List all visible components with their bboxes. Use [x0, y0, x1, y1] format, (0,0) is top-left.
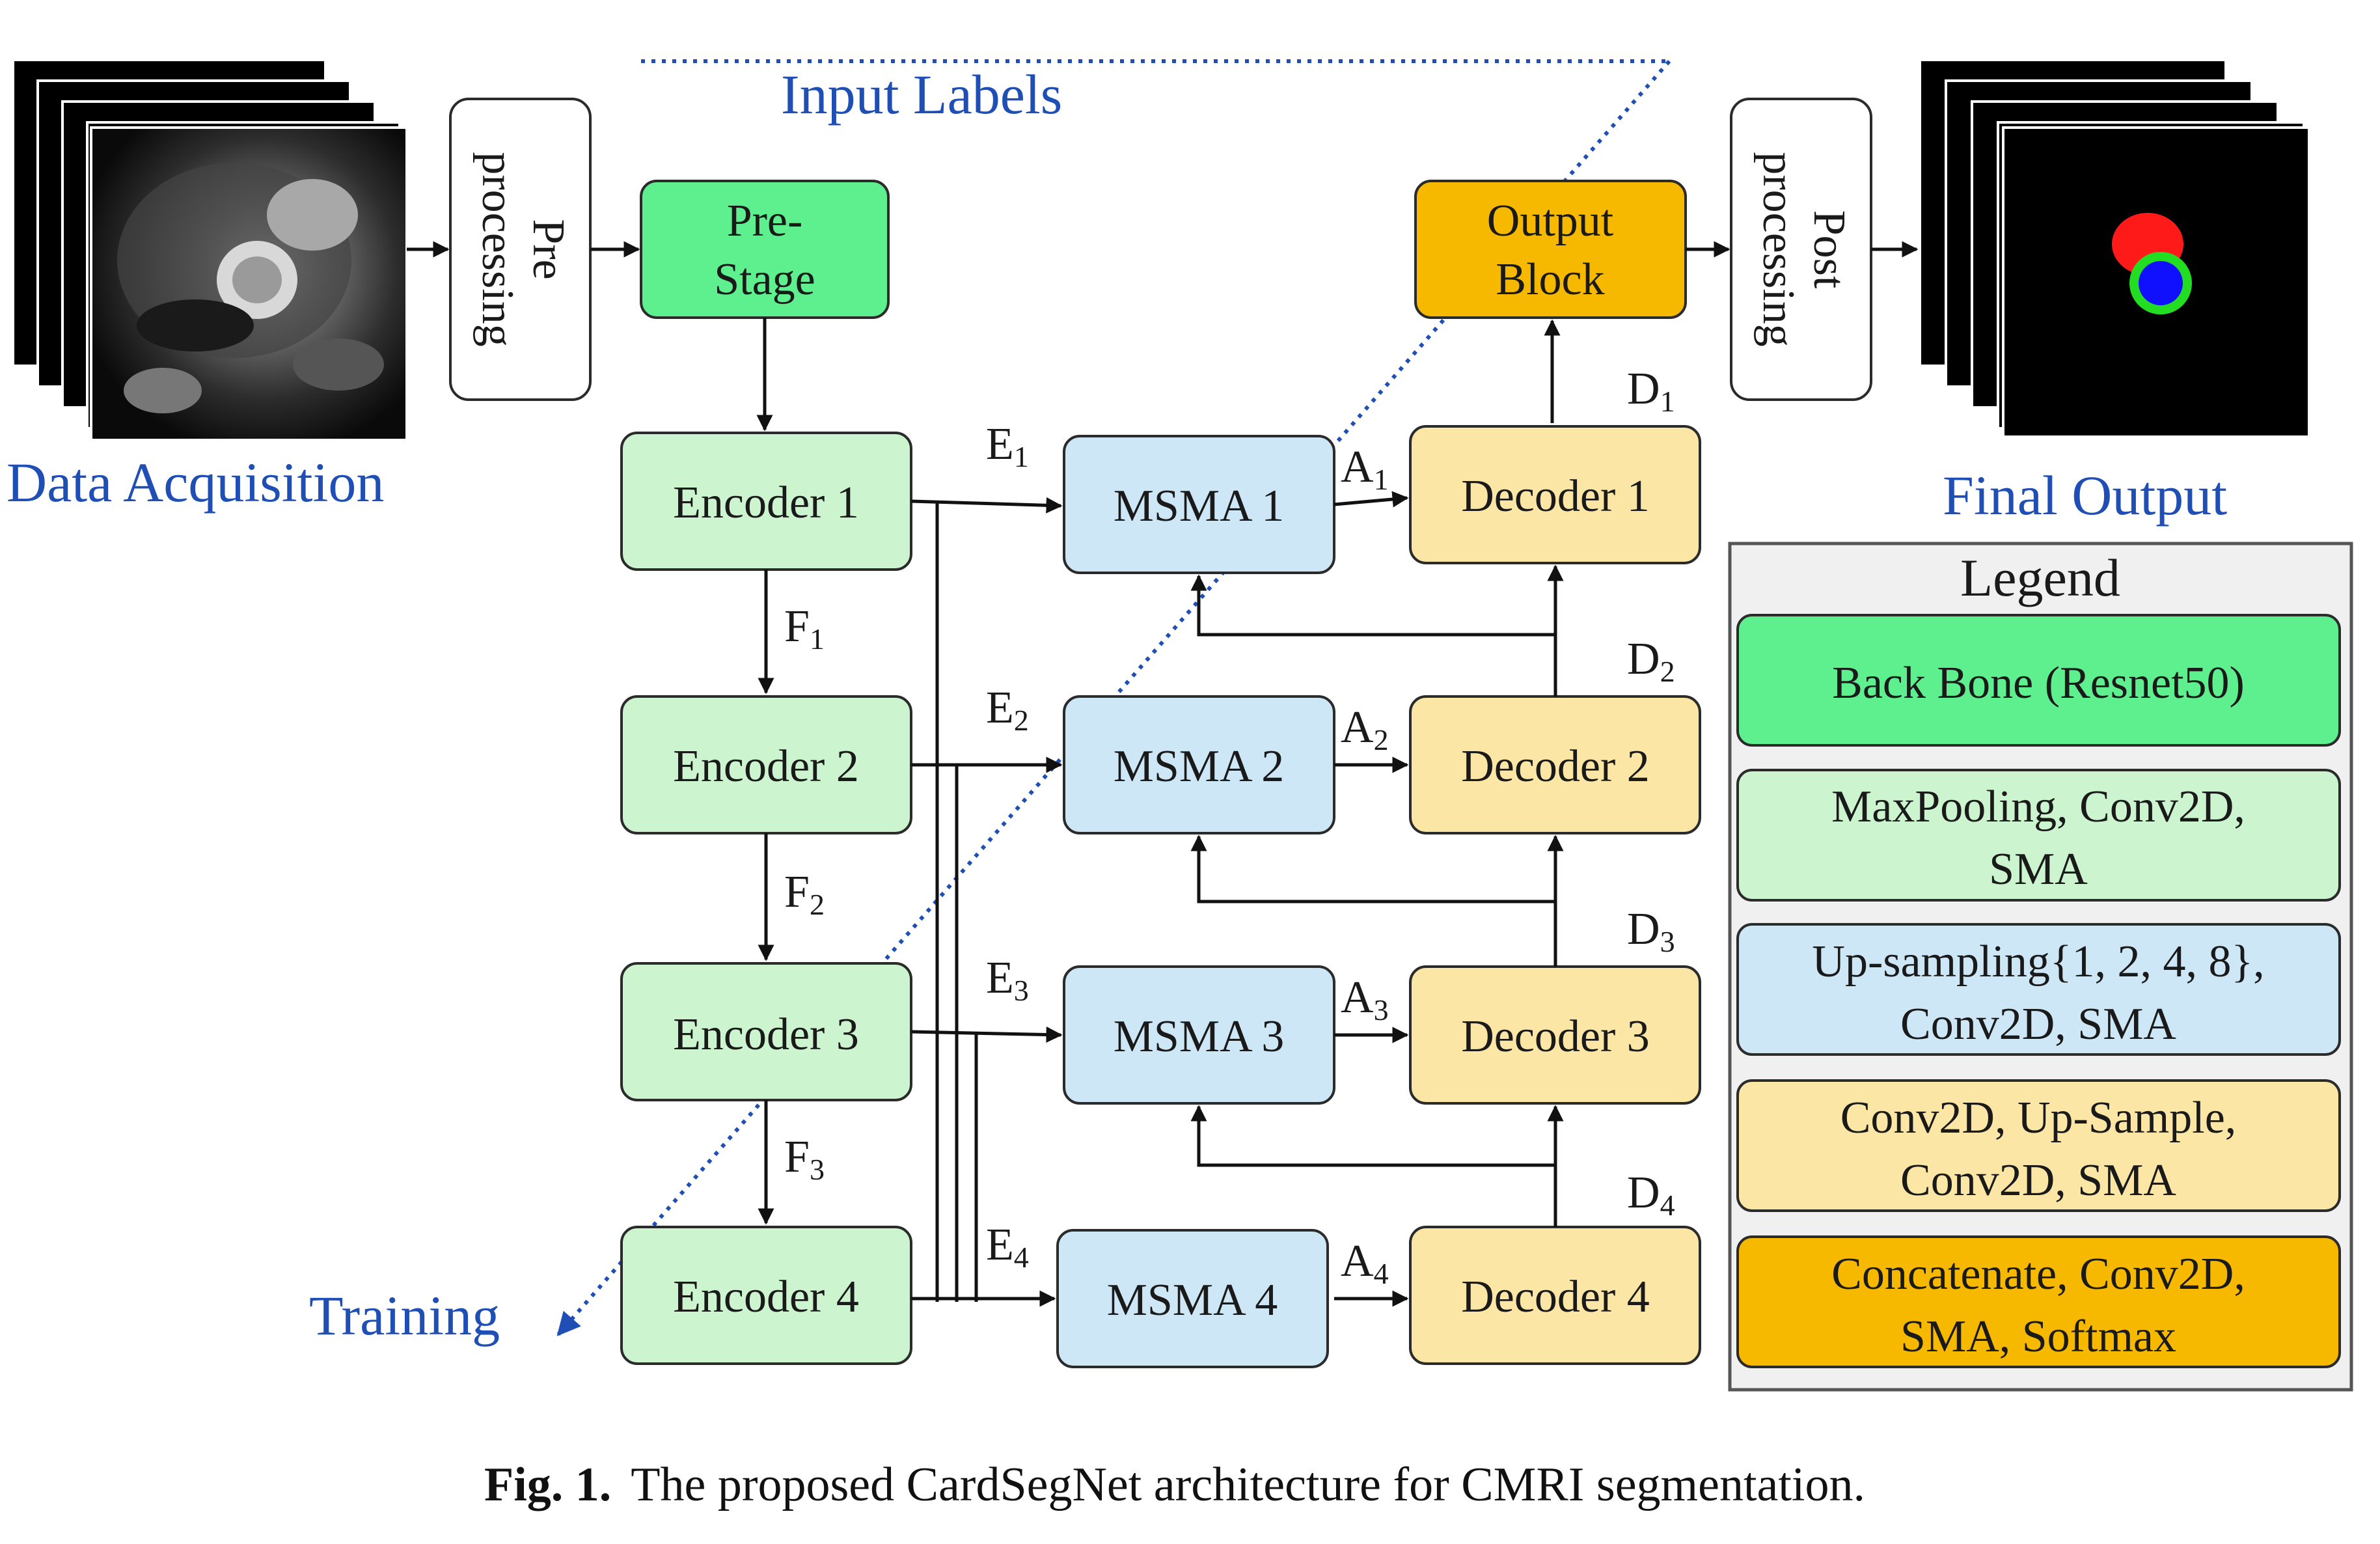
legend-item-msma-line2: Conv2D, SMA [1900, 999, 2176, 1049]
msma-3-label: MSMA 3 [1114, 1012, 1285, 1062]
msma-4-box [1056, 1229, 1329, 1368]
edge-label-d2: D2 [1627, 634, 1675, 688]
legend-item-output [1736, 1235, 2341, 1368]
encoder-1-label: Encoder 1 [673, 478, 859, 528]
legend-item-decoder-line2: Conv2D, SMA [1900, 1155, 2176, 1206]
legend-item-backbone [1736, 614, 2341, 747]
legend-title: Legend [1960, 548, 2120, 607]
edge-label-e4: E4 [986, 1220, 1029, 1274]
final-output-label: Final Output [1943, 464, 2227, 527]
encoder-3-label: Encoder 3 [673, 1010, 859, 1060]
legend-item-output-line1: Concatenate, Conv2D, [1831, 1249, 2245, 1299]
encoder-4-label: Encoder 4 [673, 1272, 859, 1322]
edge-label-d3: D3 [1627, 904, 1675, 958]
legend-item-decoder [1736, 1079, 2341, 1212]
legend-item-decoder-line1: Conv2D, Up-Sample, [1840, 1093, 2237, 1143]
decoder-column: Decoder 1 Decoder 2 Decoder 3 Decoder 4 [1409, 425, 1701, 1365]
legend-item-msma [1736, 923, 2341, 1056]
legend: Legend Back Bone (Resnet50) MaxPooling, … [1728, 542, 2353, 1392]
pre-stage-label-line2: Stage [714, 255, 815, 305]
decoder-2-label: Decoder 2 [1461, 741, 1650, 792]
preprocessing-label-line1: Pre [523, 219, 573, 279]
decoder-4-label: Decoder 4 [1461, 1272, 1650, 1322]
input-labels-label: Input Labels [781, 63, 1062, 126]
msma-2-label: MSMA 2 [1114, 741, 1285, 792]
skip-connections [910, 497, 1063, 1307]
edge-label-e3: E3 [986, 953, 1029, 1007]
decoder-1-label: Decoder 1 [1461, 471, 1650, 521]
segmentation-output-stack [1919, 59, 2310, 438]
decoder-feedback-connections [1190, 564, 1564, 1227]
training-label: Training [309, 1284, 500, 1347]
arrow-msma1-to-decoder1 [1334, 491, 1409, 508]
legend-item-encoder-line1: MaxPooling, Conv2D, [1831, 782, 2245, 832]
encoder-2-label: Encoder 2 [673, 741, 859, 792]
edge-label-e2: E2 [986, 683, 1029, 737]
edge-label-a2: A2 [1341, 702, 1389, 756]
msma-1-label: MSMA 1 [1114, 481, 1285, 531]
legend-item-backbone-text: Back Bone (Resnet50) [1832, 658, 2245, 708]
legend-item-msma-line1: Up-sampling{1, 2, 4, 8}, [1812, 937, 2264, 987]
pre-stage-label-line1: Pre- [727, 196, 803, 246]
msma-column: MSMA 1 MSMA 2 MSMA 3 MSMA 4 [1056, 435, 1335, 1368]
edge-label-f2: F2 [784, 867, 825, 921]
output-block-label-line1: Output [1487, 196, 1614, 246]
figure-caption: Fig. 1.The proposed CardSegNet architect… [484, 1458, 1865, 1511]
legend-item-encoder [1736, 769, 2341, 902]
preprocessing-label-line2: processing [472, 152, 523, 346]
legend-item-output-line2: SMA, Softmax [1900, 1312, 2176, 1362]
lv-segment [2139, 261, 2183, 305]
edge-label-f3: F3 [784, 1132, 825, 1186]
edge-label-a4: A4 [1341, 1236, 1389, 1290]
edge-label-f1: F1 [784, 601, 825, 655]
edge-label-e1: E1 [986, 419, 1029, 473]
mri-slice-image [90, 126, 408, 441]
edge-label-d4: D4 [1627, 1168, 1675, 1222]
decoder-3-label: Decoder 3 [1461, 1012, 1650, 1062]
legend-item-encoder-line2: SMA [1989, 844, 2088, 894]
encoder-column: Encoder 1 Encoder 2 Encoder 3 Encoder 4 [620, 432, 912, 1365]
encoder-4-box [620, 1226, 912, 1365]
output-block-label-line2: Block [1496, 255, 1604, 305]
postprocessing-label-line2: processing [1753, 152, 1803, 346]
postprocessing-label-line1: Post [1804, 210, 1854, 289]
data-acquisition-label: Data Acquisition [7, 451, 384, 514]
edge-label-a3: A3 [1341, 972, 1389, 1027]
decoder-1-box [1409, 425, 1701, 564]
mri-image-stack [12, 59, 408, 441]
edge-label-d1: D1 [1627, 364, 1675, 418]
edge-label-a1: A1 [1341, 442, 1389, 496]
msma-4-label: MSMA 4 [1107, 1275, 1278, 1325]
